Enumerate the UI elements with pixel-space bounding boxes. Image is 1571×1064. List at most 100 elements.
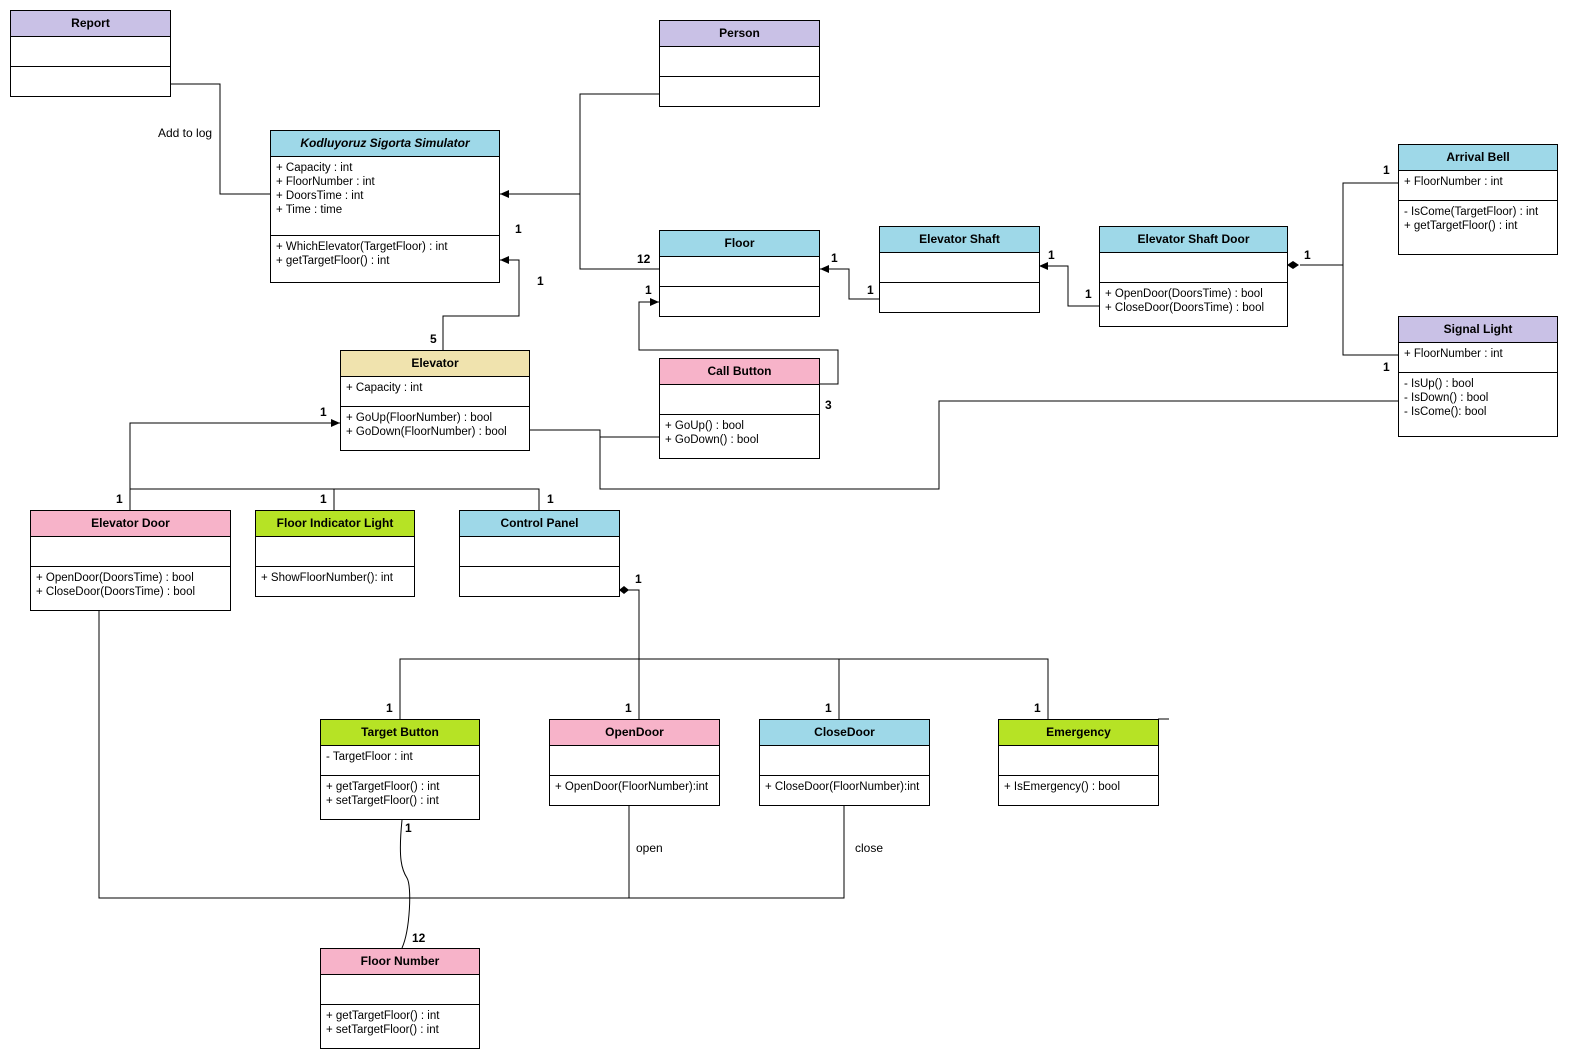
- mult-elevator-door: 1: [116, 492, 123, 506]
- attributes-section: + FloorNumber : int: [1399, 171, 1557, 201]
- method-line: - IsUp() : bool: [1404, 378, 1474, 390]
- mult-callbutton-loop: 3: [825, 398, 832, 412]
- methods-section: + IsEmergency() : bool: [999, 776, 1158, 805]
- class-floor-number[interactable]: Floor Number + getTargetFloor() : int+ s…: [320, 948, 480, 1049]
- class-elevator-shaft-door[interactable]: Elevator Shaft Door + OpenDoor(DoorsTime…: [1099, 226, 1288, 327]
- mult-open-door: 1: [625, 701, 632, 715]
- attributes-section: [660, 257, 819, 287]
- edge-targetbutton-floornumber: [399, 819, 411, 949]
- class-title: Control Panel: [460, 511, 619, 537]
- method-line: + GoDown() : bool: [665, 434, 759, 446]
- class-floor[interactable]: Floor: [659, 230, 820, 317]
- methods-section: - IsCome(TargetFloor) : int + getTargetFl…: [1399, 201, 1557, 254]
- mult-floor-person: 12: [637, 252, 651, 266]
- methods-section: + WhichElevator(TargetFloor) : int+ getT…: [271, 236, 499, 282]
- attributes-section: + Capacity : int+ FloorNumber : int+ Doo…: [271, 157, 499, 236]
- class-title: Person: [660, 21, 819, 47]
- mult-shaft-at-floor: 1: [867, 283, 874, 297]
- mult-floor-indicator: 1: [320, 492, 327, 506]
- class-elevator-door[interactable]: Elevator Door + OpenDoor(DoorsTime) : bo…: [30, 510, 231, 611]
- mult-floor-from-shaft: 1: [831, 251, 838, 265]
- method-line: + getTargetFloor() : int: [326, 781, 440, 793]
- method-line: + ShowFloorNumber(): int: [261, 572, 393, 584]
- class-title: Report: [11, 11, 170, 37]
- class-report[interactable]: Report: [10, 10, 171, 97]
- mult-control-panel-diamond: 1: [635, 572, 642, 586]
- attribute-line: - TargetFloor : int: [326, 751, 413, 763]
- method-line: + IsEmergency() : bool: [1004, 781, 1121, 793]
- class-person[interactable]: Person: [659, 20, 820, 107]
- edge-shaftdoor-shaft: [1039, 262, 1099, 307]
- class-title: Elevator Shaft Door: [1100, 227, 1287, 253]
- methods-section: [11, 67, 170, 96]
- methods-section: + ShowFloorNumber(): int: [256, 567, 414, 596]
- class-signal-light[interactable]: Signal Light + FloorNumber : int - IsUp(…: [1398, 316, 1558, 437]
- edge-floor-simulator: [579, 194, 659, 270]
- attributes-section: + Capacity : int: [341, 377, 529, 407]
- attributes-section: [1100, 253, 1287, 283]
- mult-elevator-to-sim: 5: [430, 332, 437, 346]
- class-close-door[interactable]: CloseDoor + CloseDoor(FloorNumber):int: [759, 719, 930, 806]
- method-line: - IsCome(TargetFloor) : int: [1404, 206, 1539, 218]
- edge-elevator-callbutton: [529, 429, 659, 438]
- class-title: Elevator Door: [31, 511, 230, 537]
- class-title: OpenDoor: [550, 720, 719, 746]
- method-line: + getTargetFloor() : int: [326, 1010, 440, 1022]
- attributes-section: [31, 537, 230, 567]
- method-line: + GoUp(FloorNumber) : bool: [346, 412, 493, 424]
- class-title: Target Button: [321, 720, 479, 746]
- class-title: Emergency: [999, 720, 1158, 746]
- edge-controlpanel-composition: [627, 589, 640, 719]
- class-title: Kodluyoruz Sigorta Simulator: [271, 131, 499, 157]
- method-line: + GoUp() : bool: [665, 420, 744, 432]
- class-title: Floor: [660, 231, 819, 257]
- mult-shaft-from-shaftdoor: 1: [1048, 248, 1055, 262]
- attributes-section: - TargetFloor : int: [321, 746, 479, 776]
- class-target-button[interactable]: Target Button - TargetFloor : int + getT…: [320, 719, 480, 820]
- class-arrival-bell[interactable]: Arrival Bell + FloorNumber : int - IsCom…: [1398, 144, 1558, 255]
- class-open-door[interactable]: OpenDoor + OpenDoor(FloorNumber):int: [549, 719, 720, 806]
- attributes-section: [999, 746, 1158, 776]
- mult-signal-light: 1: [1383, 360, 1390, 374]
- class-control-panel[interactable]: Control Panel: [459, 510, 620, 597]
- mult-floor-number: 12: [412, 931, 426, 945]
- mult-close-door: 1: [825, 701, 832, 715]
- mult-target-button-bottom: 1: [405, 821, 412, 835]
- method-line: - IsDown() : bool: [1404, 392, 1489, 404]
- edge-shaft-floor: [820, 265, 879, 300]
- method-line: + getTargetFloor() : int: [276, 255, 390, 267]
- class-title: Floor Indicator Light: [256, 511, 414, 537]
- mult-emergency: 1: [1034, 701, 1041, 715]
- mult-floor-callbutton: 1: [645, 283, 652, 297]
- attribute-line: + FloorNumber : int: [1404, 348, 1503, 360]
- class-title: Floor Number: [321, 949, 479, 975]
- attribute-line: + DoorsTime : int: [276, 190, 364, 202]
- class-elevator-shaft[interactable]: Elevator Shaft: [879, 226, 1040, 313]
- attributes-section: [660, 385, 819, 415]
- methods-section: + OpenDoor(DoorsTime) : bool+ CloseDoor(…: [1100, 283, 1287, 326]
- method-line: + getTargetFloor() : int: [1404, 220, 1518, 232]
- class-elevator[interactable]: Elevator + Capacity : int + GoUp(FloorNu…: [340, 350, 530, 451]
- method-line: - IsCome(): bool: [1404, 406, 1487, 418]
- attributes-section: + FloorNumber : int: [1399, 343, 1557, 373]
- method-line: + CloseDoor(DoorsTime) : bool: [1105, 302, 1265, 314]
- mult-sim-elevator-top: 1: [515, 222, 522, 236]
- class-simulator[interactable]: Kodluyoruz Sigorta Simulator + Capacity …: [270, 130, 500, 283]
- label-open: open: [636, 841, 663, 855]
- attributes-section: [760, 746, 929, 776]
- class-call-button[interactable]: Call Button + GoUp() : bool+ GoDown() : …: [659, 358, 820, 459]
- class-emergency[interactable]: Emergency + IsEmergency() : bool: [998, 719, 1159, 806]
- attribute-line: + Capacity : int: [346, 382, 423, 394]
- attributes-section: [11, 37, 170, 67]
- method-line: + GoDown(FloorNumber) : bool: [346, 426, 507, 438]
- edge-report-simulator: [171, 83, 271, 195]
- method-line: + setTargetFloor() : int: [326, 795, 439, 807]
- class-floor-indicator-light[interactable]: Floor Indicator Light + ShowFloorNumber(…: [255, 510, 415, 597]
- methods-section: + getTargetFloor() : int+ setTargetFloor…: [321, 1005, 479, 1048]
- edge-buttons-bus: [399, 658, 1049, 719]
- attribute-line: + Time : time: [276, 204, 343, 216]
- methods-section: + OpenDoor(DoorsTime) : bool+ CloseDoor(…: [31, 567, 230, 610]
- attributes-section: [660, 47, 819, 77]
- attributes-section: [550, 746, 719, 776]
